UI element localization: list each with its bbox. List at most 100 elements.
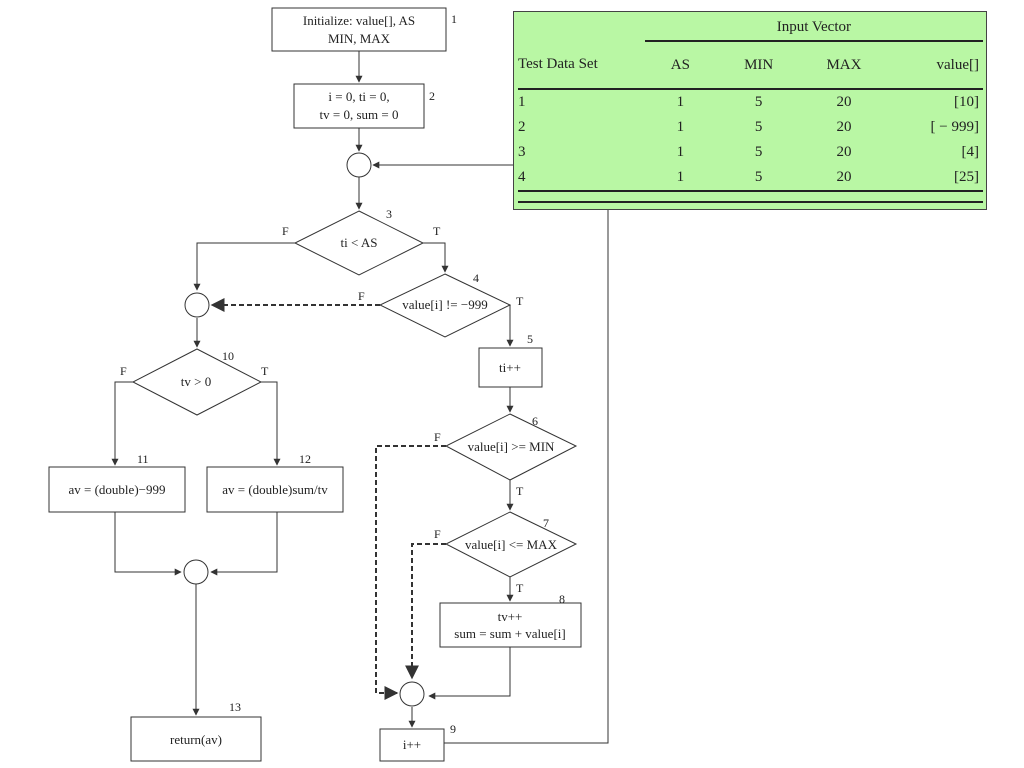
header-as: AS [644,40,717,90]
node-12-assign: av = (double)sum/tv 12 [206,452,344,513]
node-7-label: value[i] <= MAX [465,537,558,552]
cell-set: 2 [518,119,526,135]
node-8-number: 8 [559,592,565,606]
merge-node-bottom [399,681,425,707]
node-3-number: 3 [386,207,392,221]
cell-min: 5 [754,119,763,135]
node-9-number: 9 [450,722,456,736]
table-row: 3 1 5 20 [4] [518,140,983,165]
merge-node-lower-left [183,559,209,585]
node-8-line1: tv++ [498,609,523,624]
node-7-decision: value[i] <= MAX 7 F T [434,511,578,595]
node-8-accumulate: tv++ sum = sum + value[i] 8 [439,592,582,648]
cell-value: [25] [886,165,983,192]
node-12-label: av = (double)sum/tv [222,482,328,497]
header-test-data-set: Test Data Set [518,41,645,90]
node-1-line1: Initialize: value[], AS [303,13,415,28]
node-4-decision: value[i] != −999 4 F T [358,271,524,338]
header-value: value[] [886,40,983,90]
table-row: 1 1 5 20 [10] [518,89,983,115]
node-4-label: value[i] != −999 [402,297,487,312]
cell-max: 20 [801,165,887,192]
edge-11-merge [114,512,182,576]
node-3-true-label: T [433,224,441,238]
cell-value: [ − 999] [930,119,979,135]
cell-as: 1 [676,119,685,135]
table-row: 2 1 5 20 [ − 999] [518,115,983,140]
node-10-true-label: T [261,364,269,378]
node-10-number: 10 [222,349,234,363]
node-3-decision: ti < AS 3 F T [282,207,441,276]
node-11-assign: av = (double)−999 11 [48,452,186,513]
table-bottom-rule [518,201,983,203]
edge-3-true [423,242,449,273]
node-13-label: return(av) [170,732,222,747]
node-2-number: 2 [429,89,435,103]
cell-min: 5 [754,94,763,110]
node-10-label: tv > 0 [181,374,211,389]
node-11-label: av = (double)−999 [69,482,166,497]
node-6-false-label: F [434,430,441,444]
cell-as: 1 [644,165,717,192]
node-6-number: 6 [532,414,538,428]
input-vector-panel: Input Vector Test Data Set AS MIN MAX va… [513,11,987,210]
cell-set: 4 [518,165,645,192]
node-1-initialize: Initialize: value[], AS MIN, MAX 1 [271,7,457,52]
node-13-return: return(av) 13 [130,700,262,762]
cell-min: 5 [716,165,802,192]
edge-8-merge [428,647,511,700]
cell-set: 3 [518,144,526,160]
node-6-label: value[i] >= MIN [468,439,555,454]
input-vector-table: Input Vector Test Data Set AS MIN MAX va… [518,14,983,192]
node-10-decision: tv > 0 10 F T [120,348,269,416]
node-4-number: 4 [473,271,479,285]
edge-10-false [111,381,133,466]
table-spacer [518,14,645,41]
edge-9-loop-back [372,161,609,744]
node-5-increment: ti++ 5 [478,332,543,388]
edge-7-false [405,543,446,680]
node-6-true-label: T [516,484,524,498]
node-13-number: 13 [229,700,241,714]
node-2-assign: i = 0, ti = 0, tv = 0, sum = 0 2 [293,83,435,129]
node-3-false-label: F [282,224,289,238]
node-2-line2: tv = 0, sum = 0 [320,107,399,122]
merge-node-loop [346,152,372,178]
cell-max: 20 [836,94,852,110]
cell-max: 20 [836,144,852,160]
node-4-false-label: F [358,289,365,303]
node-9-increment: i++ 9 [379,722,456,762]
node-4-true-label: T [516,294,524,308]
node-7-number: 7 [543,516,549,530]
node-5-number: 5 [527,332,533,346]
cell-as: 1 [676,144,685,160]
cell-set: 1 [518,94,526,110]
node-6-decision: value[i] >= MIN 6 F T [434,413,578,498]
node-1-number: 1 [451,12,457,26]
table-row: 4 1 5 20 [25] [518,165,983,192]
header-min: MIN [716,40,802,90]
edge-10-true [261,381,281,466]
node-1-line2: MIN, MAX [328,31,391,46]
node-7-true-label: T [516,581,524,595]
cell-as: 1 [676,94,685,110]
node-11-number: 11 [137,452,149,466]
cell-max: 20 [836,119,852,135]
table-title: Input Vector [776,18,851,35]
merge-node-left [184,292,210,318]
node-12-number: 12 [299,452,311,466]
node-8-line2: sum = sum + value[i] [454,626,565,641]
node-7-false-label: F [434,527,441,541]
edge-6-false [375,445,446,700]
edge-12-merge [210,512,278,576]
node-9-label: i++ [403,737,421,752]
header-max: MAX [801,40,887,90]
node-10-false-label: F [120,364,127,378]
cell-value: [10] [954,94,979,110]
node-3-label: ti < AS [341,235,378,250]
cell-min: 5 [754,144,763,160]
edge-3-false [193,242,295,291]
node-2-line1: i = 0, ti = 0, [328,89,389,104]
cell-value: [4] [961,144,980,160]
